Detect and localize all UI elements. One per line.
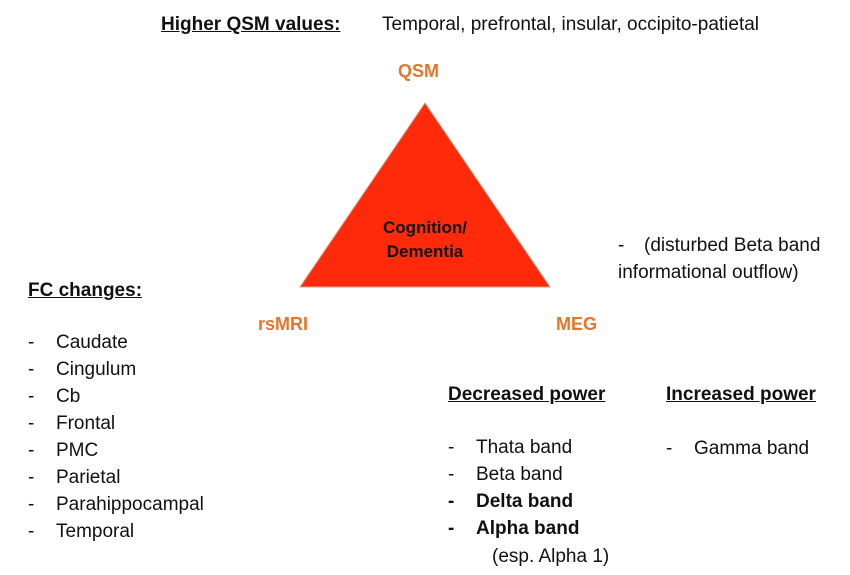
list-dash: -: [28, 359, 35, 380]
cognition-triangle: [299, 102, 551, 288]
fc-changes-header: FC changes:: [28, 280, 143, 301]
beta-note: -(disturbed Beta band informational outf…: [618, 232, 820, 286]
qsm-values-header: Higher QSM values:: [161, 14, 341, 35]
list-item: -Alpha band: [448, 515, 579, 542]
list-dash: -: [28, 467, 35, 488]
list-item-label: Gamma band: [694, 438, 810, 459]
list-item: -Cb: [28, 383, 204, 410]
vertex-label-rsmri: rsMRI: [258, 314, 309, 334]
list-item-label: Beta band: [476, 464, 563, 485]
decreased-power-list: -Thata band -Beta band -Delta band -Alph…: [448, 434, 579, 542]
center-label-line2: Dementia: [386, 242, 464, 261]
list-dash: -: [28, 494, 35, 515]
alpha-note: (esp. Alpha 1): [492, 546, 610, 567]
list-dash: -: [448, 437, 455, 458]
list-dash: -: [28, 413, 35, 434]
list-item-label: Caudate: [56, 332, 128, 353]
vertex-label-meg: MEG: [556, 314, 598, 334]
list-item-label: PMC: [56, 440, 99, 461]
list-dash: -: [28, 332, 35, 353]
list-item: -Delta band: [448, 488, 579, 515]
vertex-label-qsm: QSM: [398, 61, 440, 81]
list-item-label: Thata band: [476, 437, 573, 458]
list-item: -Frontal: [28, 410, 204, 437]
list-item: -Cingulum: [28, 356, 204, 383]
list-dash: -: [28, 386, 35, 407]
list-item-label: Cingulum: [56, 359, 137, 380]
beta-note-line2: informational outflow): [618, 262, 799, 283]
fc-changes-list: -Caudate -Cingulum -Cb -Frontal -PMC -Pa…: [28, 329, 204, 545]
list-item-label: Alpha band: [476, 518, 580, 539]
list-item-label: Cb: [56, 386, 81, 407]
list-item-label: Frontal: [56, 413, 116, 434]
beta-note-line1: (disturbed Beta band: [644, 235, 821, 256]
list-item: -Thata band: [448, 434, 579, 461]
list-item-label: Parietal: [56, 467, 121, 488]
qsm-values-regions: Temporal, prefrontal, insular, occipito-…: [382, 14, 760, 35]
list-item: -Gamma band: [666, 435, 809, 462]
list-item: -Parahippocampal: [28, 491, 204, 518]
list-item-label: Delta band: [476, 491, 574, 512]
list-item: -PMC: [28, 437, 204, 464]
beta-note-dash: -: [618, 235, 625, 256]
list-dash: -: [28, 440, 35, 461]
list-dash: -: [28, 521, 35, 542]
center-label-line1: Cognition/: [382, 218, 468, 237]
list-item: -Temporal: [28, 518, 204, 545]
list-dash: -: [448, 491, 455, 512]
list-item-label: Temporal: [56, 521, 135, 542]
list-item: -Caudate: [28, 329, 204, 356]
list-dash: -: [448, 464, 455, 485]
triangle-center-label: Cognition/ Dementia: [365, 216, 485, 264]
list-item: -Beta band: [448, 461, 579, 488]
list-dash: -: [448, 518, 455, 539]
increased-power-list: -Gamma band: [666, 435, 809, 462]
list-dash: -: [666, 438, 673, 459]
list-item: -Parietal: [28, 464, 204, 491]
decreased-power-header: Decreased power: [448, 384, 606, 405]
increased-power-header: Increased power: [666, 384, 816, 405]
list-item-label: Parahippocampal: [56, 494, 204, 515]
